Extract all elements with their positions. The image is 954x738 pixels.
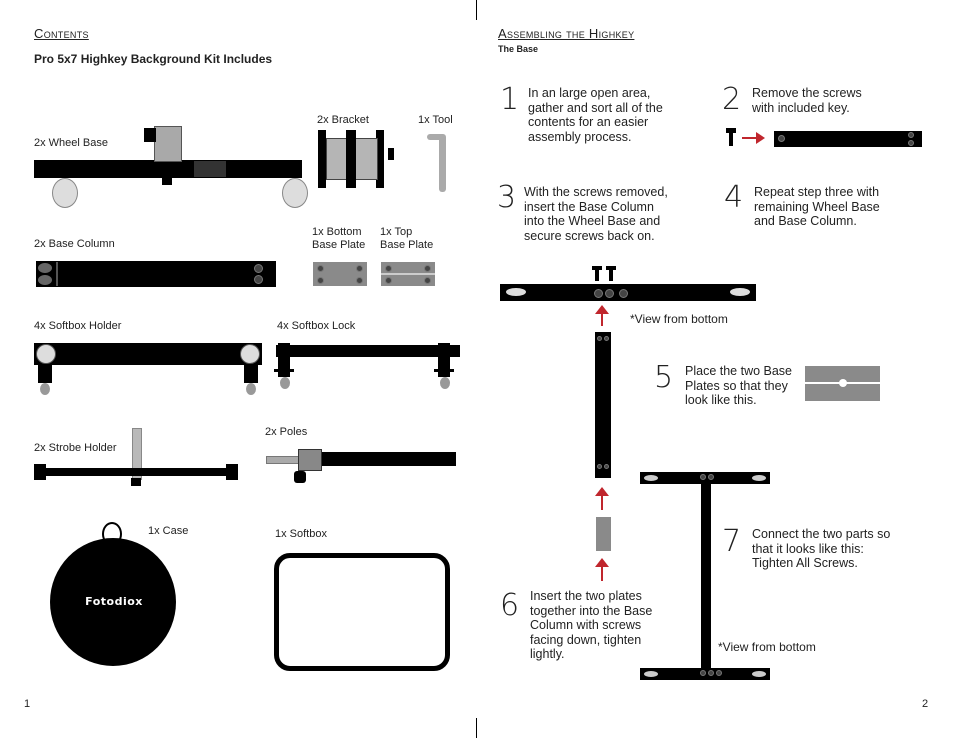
wheel-base-illustration [34,124,308,210]
step-3-text: With the screws removed, insert the Base… [524,185,668,243]
assembling-heading: Assembling the Highkey [498,26,635,41]
step-7-number: 7 [722,524,742,559]
arrow-up-2-head [595,487,609,496]
view-from-bottom-note-1: *View from bottom [630,312,728,326]
arrow-up-3 [601,565,603,581]
page-number-right: 2 [922,698,929,710]
bottom-plate-label-line2: Base Plate [312,239,366,251]
step-2-text: Remove the screws with included key. [752,86,862,115]
page-number-left: 1 [24,698,31,710]
softbox-holder-illustration [34,343,264,399]
kit-includes-title: Pro 5x7 Highkey Background Kit Includes [34,52,273,66]
crop-mark-top [476,0,477,20]
step-5-text: Place the two Base Plates so that they l… [685,364,793,407]
tool-illustration [427,134,449,192]
arrow-up-1 [601,312,603,326]
case-illustration: Fotodiox [48,520,180,682]
top-base-plate-illustration [381,262,435,286]
softbox-illustration [274,553,450,671]
base-column-illustration [36,261,276,287]
fotodiox-logo: Fotodiox [85,595,143,608]
strobe-holder-label: 2x Strobe Holder [34,442,117,454]
case-label: 1x Case [148,525,189,537]
poles-illustration [266,447,458,487]
step-7-assembled-base-illustration [640,472,772,682]
step-6-plate-illustration [596,517,611,551]
arrow-up-3-head [595,558,609,567]
step-2-illustration [724,126,924,148]
tool-label: 1x Tool [418,114,453,126]
step-1-text: In an large open area, gather and sort a… [528,86,663,144]
step-7-text: Connect the two parts so that it looks l… [752,527,891,570]
softbox-holder-label: 4x Softbox Holder [34,320,122,332]
bracket-illustration [318,130,394,190]
softbox-label: 1x Softbox [275,528,327,540]
wheel-base-label: 2x Wheel Base [34,137,108,149]
bottom-plate-label-line1: 1x Bottom [312,226,362,238]
step-4-text: Repeat step three with remaining Wheel B… [754,185,880,228]
arrow-up-2 [601,494,603,510]
crop-mark-bottom [476,718,477,738]
top-plate-label-line1: 1x Top [380,226,413,238]
poles-label: 2x Poles [265,426,308,438]
step-5-number: 5 [654,360,674,395]
step-2-number: 2 [722,82,742,117]
the-base-subheading: The Base [498,44,539,54]
top-plate-label-line2: Base Plate [380,239,434,251]
contents-heading: Contents [34,26,89,41]
step-6-text: Insert the two plates together into the … [530,589,653,661]
step-5-base-plates-illustration [805,366,880,401]
step-4-number: 4 [724,180,744,215]
view-from-bottom-note-2: *View from bottom [718,640,816,654]
base-column-label: 2x Base Column [34,238,115,250]
step-3-wheel-base-illustration [500,266,758,304]
strobe-holder-illustration [34,428,240,488]
step-3-number: 3 [497,180,517,215]
step-1-number: 1 [500,82,520,117]
arrow-up-1-head [595,305,609,314]
bottom-base-plate-illustration [313,262,367,286]
softbox-lock-label: 4x Softbox Lock [277,320,356,332]
step-6-base-column-illustration [595,332,611,478]
softbox-lock-illustration [274,343,462,399]
step-6-number: 6 [500,588,520,623]
bracket-label: 2x Bracket [317,114,369,126]
